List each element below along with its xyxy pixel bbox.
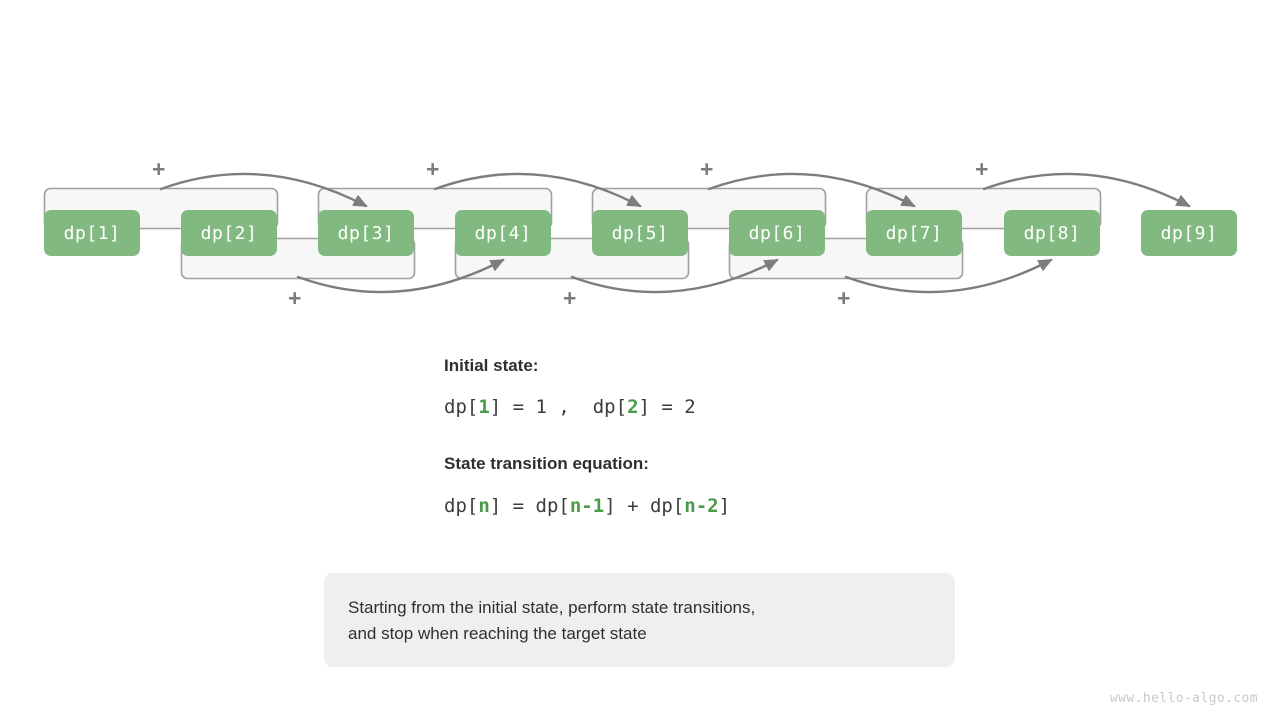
explanation-text-block: Initial state: dp[1] = 1 , dp[2] = 2 Sta… — [444, 356, 1144, 517]
caption-line-1: Starting from the initial state, perform… — [348, 598, 756, 617]
eq-highlight: n-2 — [684, 494, 719, 517]
dp-box-9: dp[9] — [1141, 210, 1237, 256]
dp-box-1: dp[1] — [44, 210, 140, 256]
eq-highlight: n — [478, 494, 490, 517]
dp-box-5: dp[5] — [592, 210, 688, 256]
initial-state-heading: Initial state: — [444, 356, 539, 375]
transition-equation: dp[n] = dp[n-1] + dp[n-2] — [444, 495, 1144, 518]
dp-box-8: dp[8] — [1004, 210, 1100, 256]
caption-line-2: and stop when reaching the target state — [348, 624, 647, 644]
arrow-67-to-8 — [844, 258, 1053, 294]
eq-part: ] = 1 , dp[ — [489, 396, 628, 419]
plus-bottom-1: + — [288, 285, 302, 311]
dp-box-6: dp[6] — [729, 210, 825, 256]
diagram-svg-layer — [43, 172, 1191, 294]
eq-part: ] — [718, 494, 731, 517]
arrow-12-to-3 — [159, 172, 368, 208]
plus-bottom-3: + — [837, 285, 851, 311]
plus-top-4: + — [975, 156, 989, 182]
eq-part: ] = 2 — [638, 396, 696, 419]
arrow-56-to-7 — [707, 172, 916, 208]
eq-part: dp[ — [444, 494, 479, 517]
eq-part: ] + dp[ — [604, 494, 685, 517]
spacer — [444, 475, 1144, 495]
initial-state-equation: dp[1] = 1 , dp[2] = 2 — [444, 396, 1144, 419]
dp-box-4: dp[4] — [455, 210, 551, 256]
site-watermark: www.hello-algo.com — [1109, 691, 1258, 706]
plus-top-1: + — [152, 156, 166, 182]
arrow-45-to-6 — [570, 258, 779, 294]
arrow-23-to-4 — [296, 258, 505, 294]
eq-highlight: 2 — [627, 396, 639, 419]
caption-box: Starting from the initial state, perform… — [324, 573, 955, 667]
eq-highlight: 1 — [478, 396, 490, 419]
dp-box-2: dp[2] — [181, 210, 277, 256]
eq-highlight: n-1 — [569, 494, 605, 517]
spacer — [444, 376, 1144, 396]
transition-heading: State transition equation: — [444, 454, 649, 474]
plus-top-2: + — [426, 156, 440, 182]
eq-part: dp[ — [444, 396, 479, 419]
spacer — [444, 419, 1144, 454]
dp-box-7: dp[7] — [866, 210, 962, 256]
dp-box-3: dp[3] — [318, 210, 414, 256]
arrow-34-to-5 — [433, 172, 642, 208]
plus-top-3: + — [700, 156, 714, 182]
arrow-78-to-9 — [982, 172, 1191, 208]
dp-transition-diagram: dp[1] dp[2] dp[3] dp[4] dp[5] dp[6] dp[7] dp[8]… — [0, 0, 1280, 340]
plus-bottom-2: + — [563, 285, 577, 311]
eq-part: ] = dp[ — [489, 494, 570, 517]
arrows-group — [159, 172, 1191, 294]
